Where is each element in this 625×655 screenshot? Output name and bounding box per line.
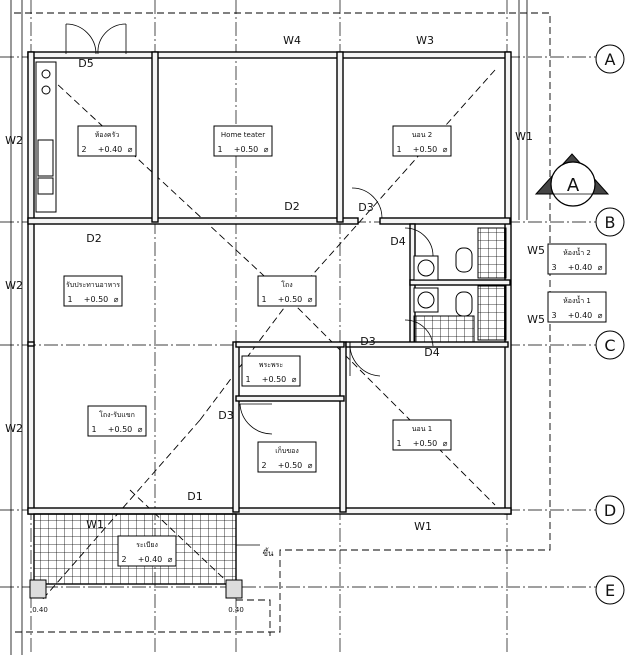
section-label: A: [567, 175, 580, 196]
door-tag: D2: [86, 232, 101, 245]
dimension-label: 0.40: [32, 606, 48, 614]
room-names: ห้องครัว Home teater นอน 2 รับประทานอาหา…: [66, 131, 591, 549]
room-number: 3: [551, 263, 556, 272]
door-tag: D4: [390, 235, 405, 248]
door-tag: D4: [424, 346, 439, 359]
room-level: +0.40: [138, 555, 163, 564]
room-symbol: ⌀: [443, 439, 448, 448]
room-number: 1: [67, 295, 72, 304]
grid-label-b: B: [605, 213, 616, 232]
window-tag: W5: [527, 313, 545, 326]
door-tag: D2: [284, 200, 299, 213]
room-number: 1: [396, 145, 401, 154]
window-tag: W2: [5, 134, 23, 147]
window-tag: W2: [5, 422, 23, 435]
grid-labels: A B C D E A: [567, 50, 616, 600]
room-name: พระพระ: [259, 361, 284, 369]
room-symbol: ⌀: [114, 295, 119, 304]
room-name: ห้องน้ำ 2: [563, 246, 591, 257]
room-tags: [63, 125, 607, 567]
room-symbol: ⌀: [168, 555, 173, 564]
room-number: 1: [396, 439, 401, 448]
room-name: นอน 1: [412, 425, 432, 433]
grid-bubbles: [595, 44, 625, 605]
room-level: +0.40: [98, 145, 123, 154]
door-tag: D5: [78, 57, 93, 70]
room-name: Home teater: [221, 131, 265, 139]
walls: [27, 51, 512, 515]
room-level: +0.50: [262, 375, 287, 384]
section-marker: [534, 153, 610, 207]
door-tag: D3: [360, 335, 375, 348]
door-tag: D3: [218, 409, 233, 422]
room-symbol: ⌀: [292, 375, 297, 384]
grid-label-d: D: [604, 501, 616, 520]
notes: ขึ้น 0.40 0.40: [32, 547, 274, 614]
room-levels: +0.40 +0.50 +0.50 +0.50 +0.50 +0.50 +0.5…: [84, 145, 593, 564]
window-tag: W1: [515, 130, 533, 143]
room-level: +0.40: [568, 311, 593, 320]
room-level: +0.50: [84, 295, 109, 304]
grid-label-c: C: [604, 336, 615, 355]
room-level: +0.50: [413, 145, 438, 154]
room-level: +0.50: [234, 145, 259, 154]
room-symbol: ⌀: [138, 425, 143, 434]
window-tag: W4: [283, 34, 301, 47]
room-symbols: ⌀ ⌀ ⌀ ⌀ ⌀ ⌀ ⌀ ⌀ ⌀ ⌀ ⌀ ⌀: [114, 145, 603, 564]
room-name: โถง: [281, 280, 292, 289]
room-level: +0.50: [278, 295, 303, 304]
grid-label-e: E: [605, 581, 615, 600]
room-number: 2: [81, 145, 86, 154]
room-number: 2: [261, 461, 266, 470]
door-tags: D1 D2 D2 D3 D3 D3 D4 D4 D5: [78, 57, 439, 503]
bathroom-fixtures: [413, 227, 507, 343]
room-number: 3: [551, 311, 556, 320]
grid-label-a: A: [605, 50, 616, 69]
room-symbol: ⌀: [443, 145, 448, 154]
room-name: โถง-รับแขก: [99, 410, 135, 419]
room-name: ห้องน้ำ 1: [563, 294, 591, 305]
window-tag: W2: [5, 279, 23, 292]
window-tags: W1 W1 W1 W2 W2 W2 W3 W4 W5 W5: [5, 34, 545, 533]
dimension-label: 0.40: [228, 606, 244, 614]
room-name: รับประทานอาหาร: [66, 281, 120, 289]
room-level: +0.50: [278, 461, 303, 470]
room-number: 1: [91, 425, 96, 434]
door-swings: [65, 23, 434, 435]
room-symbol: ⌀: [308, 461, 313, 470]
roof-outline: [14, 12, 551, 636]
door-tag: D1: [187, 490, 202, 503]
room-name: เก็บของ: [275, 446, 298, 455]
stair-note: ขึ้น: [263, 547, 274, 558]
room-name: นอน 2: [412, 131, 432, 139]
room-name: ระเบียง: [136, 541, 158, 549]
room-symbol: ⌀: [598, 263, 603, 272]
room-symbol: ⌀: [128, 145, 133, 154]
room-number: 1: [245, 375, 250, 384]
door-tag: D3: [358, 201, 373, 214]
room-number: 1: [217, 145, 222, 154]
kitchen-counter: [35, 61, 57, 213]
window-tag: W5: [527, 244, 545, 257]
window-tag: W1: [414, 520, 432, 533]
window-tag: W3: [416, 34, 434, 47]
room-level: +0.50: [413, 439, 438, 448]
room-number: 2: [121, 555, 126, 564]
room-symbol: ⌀: [308, 295, 313, 304]
room-level: +0.40: [568, 263, 593, 272]
room-symbol: ⌀: [598, 311, 603, 320]
room-name: ห้องครัว: [95, 131, 120, 139]
room-level: +0.50: [108, 425, 133, 434]
window-tag: W1: [86, 518, 104, 531]
room-symbol: ⌀: [264, 145, 269, 154]
room-number: 1: [261, 295, 266, 304]
room-numbers: 2 1 1 1 1 1 1 2 1 2 3 3: [67, 145, 556, 564]
